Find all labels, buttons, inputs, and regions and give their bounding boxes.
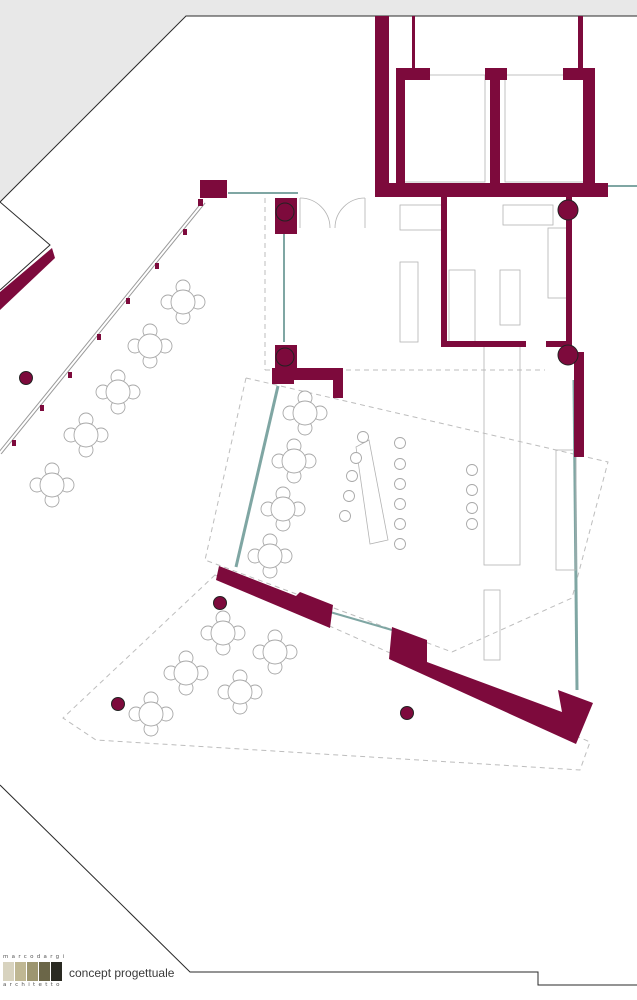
logo-swatches [3, 962, 62, 981]
glazing [0, 185, 637, 691]
doors [299, 197, 366, 229]
bar-stool [394, 458, 406, 470]
table [170, 289, 196, 315]
bar-stool [339, 510, 351, 522]
interior-fixtures [355, 74, 588, 661]
table [257, 543, 283, 569]
bar-stool [394, 518, 406, 530]
logo-swatch [3, 962, 14, 981]
table [73, 422, 99, 448]
walls [0, 16, 608, 744]
logo-subtitle: architetto [3, 982, 63, 988]
table [137, 333, 163, 359]
site-boundary-left [0, 201, 51, 291]
logo-swatch [27, 962, 38, 981]
table [173, 660, 199, 686]
mullions [12, 199, 203, 446]
bar-stool [357, 431, 369, 443]
logo-swatch [39, 962, 50, 981]
logo-swatch [15, 962, 26, 981]
table [270, 496, 296, 522]
table [39, 472, 65, 498]
site-boundary-bottom [0, 784, 637, 986]
title-block: marcodargi architetto concept progettual… [3, 954, 174, 988]
bar-stool [466, 502, 478, 514]
exterior-area [0, 0, 637, 202]
bar-stool [343, 490, 355, 502]
bar-stool [466, 464, 478, 476]
bar-stool [466, 484, 478, 496]
bar-stool [350, 452, 362, 464]
logo-name: marcodargi [3, 954, 68, 960]
table [227, 679, 253, 705]
columns [19, 199, 579, 720]
table [210, 620, 236, 646]
table [292, 400, 318, 426]
bar-stool [466, 518, 478, 530]
architect-logo: marcodargi architetto [3, 954, 65, 988]
site-boundary-top [0, 15, 637, 203]
bar-stools [339, 431, 478, 550]
bar-stool [394, 437, 406, 449]
table-sets [29, 279, 328, 737]
drawing-title: concept progettuale [69, 966, 175, 980]
table [138, 701, 164, 727]
bar-stool [394, 498, 406, 510]
bar-stool [394, 538, 406, 550]
bar-stool [346, 470, 358, 482]
bar-stool [394, 478, 406, 490]
table [281, 448, 307, 474]
table [262, 639, 288, 665]
terrace-outlines [62, 198, 609, 771]
table [105, 379, 131, 405]
logo-swatch [51, 962, 62, 981]
